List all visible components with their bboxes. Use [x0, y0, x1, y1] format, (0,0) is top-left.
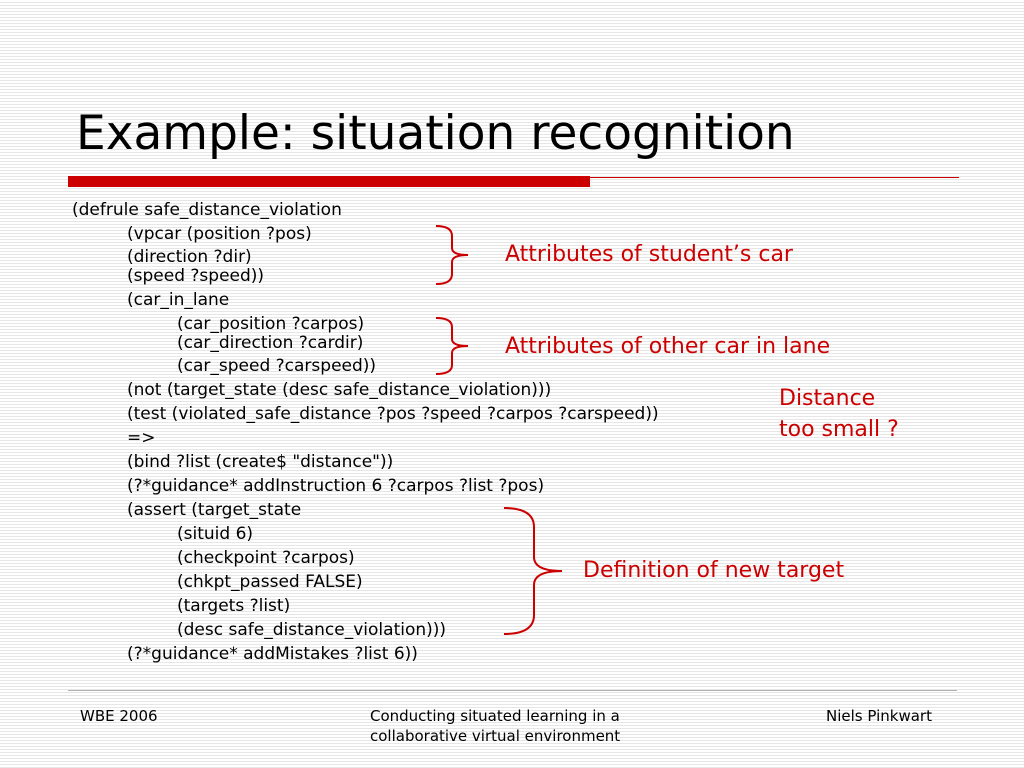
title-underline-bar — [68, 176, 590, 187]
annotation-new-target: Definition of new target — [583, 558, 845, 583]
code-line: (direction ?dir) — [127, 247, 252, 267]
code-line: (vpcar (position ?pos) — [127, 224, 312, 244]
footer-center-line2: collaborative virtual environment — [370, 727, 621, 745]
annotation-distance-line1: Distance — [779, 386, 876, 411]
title-underline-line — [590, 177, 959, 178]
footer-divider — [68, 690, 957, 691]
code-line: (test (violated_safe_distance ?pos ?spee… — [127, 404, 659, 424]
code-line: (situid 6) — [177, 524, 254, 544]
code-line: (assert (target_state — [127, 500, 302, 520]
annotation-student-car: Attributes of student’s car — [505, 242, 793, 267]
code-line: (defrule safe_distance_violation — [72, 200, 342, 220]
code-line: => — [127, 428, 156, 448]
code-line: (desc safe_distance_violation))) — [177, 620, 447, 640]
code-line: (checkpoint ?carpos) — [177, 548, 355, 568]
code-line: (?*guidance* addInstruction 6 ?carpos ?l… — [127, 476, 545, 496]
footer-center-line1: Conducting situated learning in a — [370, 707, 620, 725]
brace-new-target — [503, 507, 563, 635]
brace-other-car — [435, 317, 469, 375]
code-line: (car_speed ?carspeed)) — [177, 356, 377, 376]
code-line: (car_in_lane — [127, 290, 230, 310]
code-line: (bind ?list (create$ "distance")) — [127, 452, 394, 472]
footer-right: Niels Pinkwart — [826, 707, 932, 725]
code-line: (car_direction ?cardir) — [177, 333, 364, 353]
footer-left: WBE 2006 — [80, 707, 158, 725]
code-line: (chkpt_passed FALSE) — [177, 572, 363, 592]
code-line: (targets ?list) — [177, 596, 291, 616]
code-line: (car_position ?carpos) — [177, 314, 365, 334]
code-line: (not (target_state (desc safe_distance_v… — [127, 380, 552, 400]
code-line: (?*guidance* addMistakes ?list 6)) — [127, 644, 418, 664]
annotation-other-car: Attributes of other car in lane — [505, 334, 831, 359]
annotation-distance-line2: too small ? — [779, 417, 899, 442]
code-line: (speed ?speed)) — [127, 266, 265, 286]
brace-student-car — [435, 225, 469, 285]
slide-title: Example: situation recognition — [76, 106, 795, 161]
